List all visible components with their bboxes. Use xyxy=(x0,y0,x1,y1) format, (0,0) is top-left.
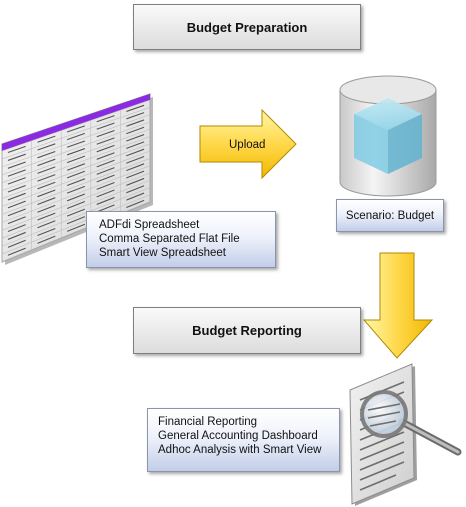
sheet-cell-mark xyxy=(7,169,26,177)
budget-reporting-label: Budget Reporting xyxy=(192,323,302,338)
database-cylinder-icon xyxy=(339,75,437,197)
sheet-cell-mark xyxy=(96,152,115,160)
sheet-cell-mark xyxy=(37,181,56,190)
sheet-cell-mark xyxy=(96,196,115,205)
sheet-cell-mark xyxy=(7,247,26,256)
sheet-cell-mark xyxy=(66,193,86,202)
sheet-cell-mark xyxy=(66,208,86,217)
sheet-cell-mark xyxy=(66,155,86,164)
sheet-cell-mark xyxy=(37,227,56,237)
sheet-cell-mark xyxy=(126,119,145,127)
sheet-cell-mark xyxy=(7,153,26,161)
source-formats-box: ADFdi Spreadsheet Comma Separated Flat F… xyxy=(86,211,276,268)
reporting-tool-item: Adhoc Analysis with Smart View xyxy=(158,444,322,456)
sheet-cell-mark xyxy=(96,137,115,145)
sheet-cell-mark xyxy=(96,129,115,138)
source-format-item: Comma Separated Flat File xyxy=(99,233,240,245)
sheet-cell-mark xyxy=(37,174,56,182)
sheet-cell-mark xyxy=(66,125,86,133)
sheet-cell-mark xyxy=(126,104,145,113)
sheet-cell-mark xyxy=(37,166,56,174)
sheet-cell-mark xyxy=(7,161,26,169)
sheet-cell-mark xyxy=(37,150,56,159)
down-arrow xyxy=(362,252,434,359)
budget-reporting-title: Budget Reporting xyxy=(133,307,361,354)
sheet-cell-mark xyxy=(66,185,86,194)
sheet-cell-mark xyxy=(96,144,115,153)
sheet-cell-mark xyxy=(7,192,26,201)
sheet-cell-mark xyxy=(7,184,26,193)
sheet-cell-mark xyxy=(66,201,86,209)
sheet-cell-mark xyxy=(7,231,26,240)
sheet-cell-mark xyxy=(66,148,86,156)
reporting-tool-item: General Accounting Dashboard xyxy=(158,430,318,442)
sheet-cell-mark xyxy=(37,212,56,221)
sheet-cell-mark xyxy=(66,140,86,148)
scenario-label: Scenario: Budget xyxy=(345,209,435,222)
sheet-cell-mark xyxy=(66,132,86,141)
sheet-cell-mark xyxy=(126,163,145,172)
sheet-cell-mark xyxy=(96,159,115,168)
sheet-cell-mark xyxy=(7,239,26,248)
budget-preparation-label: Budget Preparation xyxy=(186,19,308,35)
spreadsheet-illustration xyxy=(1,93,153,265)
sheet-cell-mark xyxy=(126,112,145,120)
sheet-cell-mark xyxy=(37,158,56,167)
sheet-cell-mark xyxy=(7,224,26,233)
budget-preparation-title: Budget Preparation xyxy=(133,4,361,50)
scenario-box: Scenario: Budget xyxy=(336,199,444,232)
sheet-cell-mark xyxy=(96,115,115,123)
sheet-cell-mark xyxy=(7,177,26,185)
sheet-cell-mark xyxy=(126,141,145,149)
sheet-cell-mark xyxy=(37,204,56,213)
sheet-cell-mark xyxy=(96,182,115,190)
sheet-cell-mark xyxy=(96,122,115,130)
source-format-item: ADFdi Spreadsheet xyxy=(99,219,200,231)
sheet-cell-mark xyxy=(37,235,56,244)
sheet-cell-mark xyxy=(37,189,56,198)
sheet-cell-mark xyxy=(96,204,115,213)
sheet-cell-mark xyxy=(66,178,86,187)
report-magnifier-icon xyxy=(349,363,462,506)
sheet-cell-mark xyxy=(7,145,26,154)
reporting-tool-item: Financial Reporting xyxy=(158,416,258,428)
sheet-cell-mark xyxy=(96,189,115,198)
sheet-cell-mark xyxy=(126,134,145,142)
sheet-cell-mark xyxy=(126,192,145,201)
sheet-cell-mark xyxy=(126,177,145,186)
sheet-cell-mark xyxy=(7,216,26,225)
sheet-cell-mark xyxy=(126,185,145,194)
sheet-cell-mark xyxy=(96,174,115,183)
sheet-cell-mark xyxy=(37,143,56,151)
sheet-cell-mark xyxy=(126,199,145,209)
sheet-cell-mark xyxy=(66,216,86,225)
sheet-cell-mark xyxy=(126,126,145,135)
sheet-cell-mark xyxy=(126,155,145,164)
sheet-cell-mark xyxy=(7,208,26,217)
sheet-cell-mark xyxy=(37,197,56,205)
sheet-cell-mark xyxy=(126,170,145,179)
sheet-cell-mark xyxy=(37,220,56,229)
sheet-cell-mark xyxy=(96,167,115,175)
source-format-item: Smart View Spreadsheet xyxy=(99,247,226,259)
sheet-cell-mark xyxy=(37,135,56,143)
upload-arrow xyxy=(199,108,297,180)
sheet-cell-mark xyxy=(126,148,145,157)
reporting-tools-box: Financial Reporting General Accounting D… xyxy=(147,408,340,472)
sheet-cell-mark xyxy=(7,200,26,209)
upload-label: Upload xyxy=(229,139,266,151)
sheet-cell-mark xyxy=(66,223,86,232)
sheet-cell-mark xyxy=(66,163,86,171)
sheet-cell-mark xyxy=(66,170,86,179)
